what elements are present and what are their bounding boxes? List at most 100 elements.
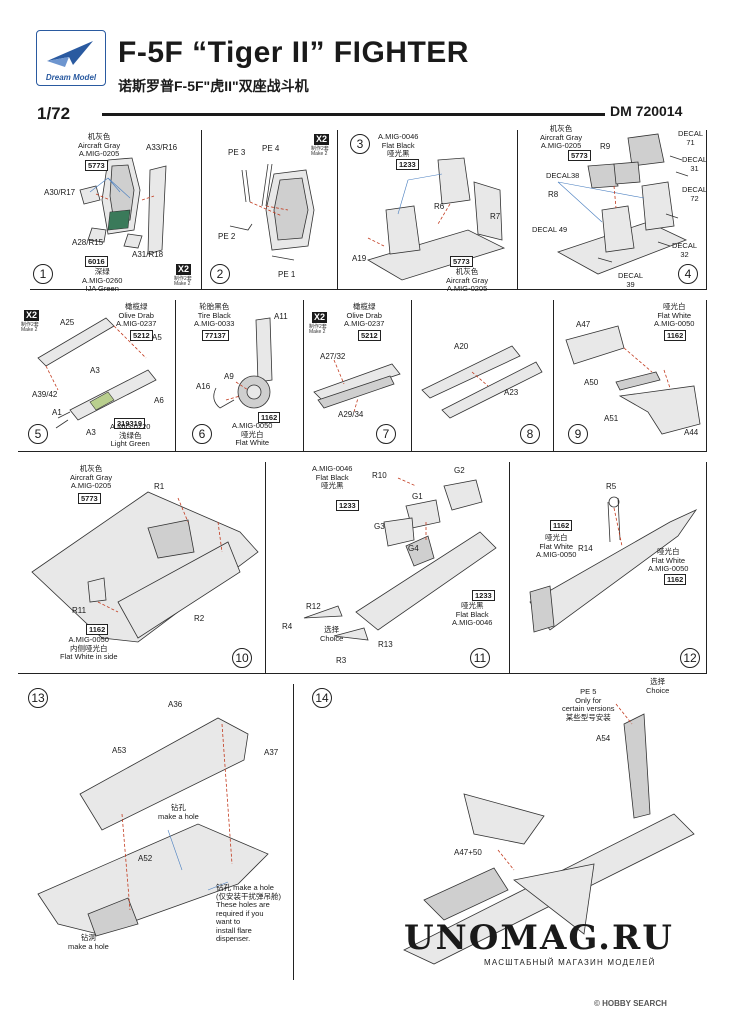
step-number: 10 — [232, 648, 252, 668]
part-label: A11 — [274, 312, 288, 321]
step-13-drawing — [37, 717, 269, 937]
step-number: 4 — [678, 264, 698, 284]
step-14-drawing — [403, 703, 695, 965]
paint-code-chip: 1162 — [664, 574, 687, 585]
part-label: A23 — [504, 388, 519, 397]
step-3-drawing — [367, 157, 506, 281]
part-label: A30/R17 — [44, 188, 76, 197]
part-label: R1 — [154, 482, 165, 491]
step-10-drawing — [31, 491, 259, 643]
paint-code-chip: 77137 — [202, 330, 229, 341]
page-subtitle: 诺斯罗普F-5F"虎II"双座战斗机 — [118, 78, 309, 94]
part-label: A51 — [604, 414, 619, 423]
part-label: A39/42 — [32, 390, 58, 399]
step-6-drawing — [213, 317, 273, 409]
step-number: 5 — [28, 424, 48, 444]
logo-text: Dream Model — [45, 73, 97, 82]
step-number: 6 — [192, 424, 212, 444]
step-number: 13 — [28, 688, 48, 708]
step-number: 12 — [680, 648, 700, 668]
decal-label: DECAL38 — [546, 171, 580, 180]
make-two-badge: X2 — [24, 310, 40, 321]
part-label: G2 — [454, 466, 465, 475]
part-label: A50 — [584, 378, 599, 387]
part-label: R2 — [194, 614, 205, 623]
paint-code-chip: 6016 — [85, 256, 108, 267]
part-label: A54 — [596, 734, 611, 743]
part-label: A36 — [168, 700, 183, 709]
part-label: A31/R18 — [132, 250, 164, 259]
step-number: 1 — [33, 264, 53, 284]
paint-code-chip: 1162 — [664, 330, 687, 341]
step-11-drawing — [303, 477, 497, 641]
part-label: A25 — [60, 318, 75, 327]
header-rule — [102, 113, 605, 116]
part-label: R14 — [578, 544, 593, 553]
part-label: R3 — [336, 656, 347, 665]
part-label: A53 — [112, 746, 127, 755]
step-number: 8 — [520, 424, 540, 444]
paint-code-chip: 1162 — [258, 412, 281, 423]
part-label: A28/R15 — [72, 238, 104, 247]
part-label: R8 — [548, 190, 559, 199]
step-12-drawing — [529, 496, 698, 633]
page-title: F-5F “Tiger II” FIGHTER — [118, 36, 469, 69]
part-label: R7 — [490, 212, 501, 221]
part-label: G3 — [374, 522, 385, 531]
paint-code-chip: 1162 — [550, 520, 573, 531]
step-number: 11 — [470, 648, 490, 668]
product-code: DM 720014 — [610, 103, 683, 119]
part-label: G1 — [412, 492, 423, 501]
part-label: A9 — [224, 372, 234, 381]
paint-code-chip: 5773 — [568, 150, 591, 161]
step-number: 3 — [350, 134, 370, 154]
paint-code-chip: 5773 — [450, 256, 473, 267]
plane-logo-icon — [47, 41, 93, 67]
step-9-drawing — [565, 325, 701, 435]
part-label: A3 — [90, 366, 100, 375]
step-number: 7 — [376, 424, 396, 444]
part-label: R5 — [606, 482, 617, 491]
step-number: 9 — [568, 424, 588, 444]
part-label: PE 2 — [218, 232, 236, 241]
part-label: A27/32 — [320, 352, 346, 361]
part-label: PE 1 — [278, 270, 296, 279]
paint-code-chip: 1233 — [336, 500, 359, 511]
part-label: G4 — [408, 544, 419, 553]
part-label: A47 — [576, 320, 591, 329]
part-label: PE 3 — [228, 148, 246, 157]
part-label: PE 4 — [262, 144, 280, 153]
watermark: UNOMAG.RU — [404, 918, 674, 958]
step-number: 2 — [210, 264, 230, 284]
paint-code-chip: 1233 — [472, 590, 495, 601]
